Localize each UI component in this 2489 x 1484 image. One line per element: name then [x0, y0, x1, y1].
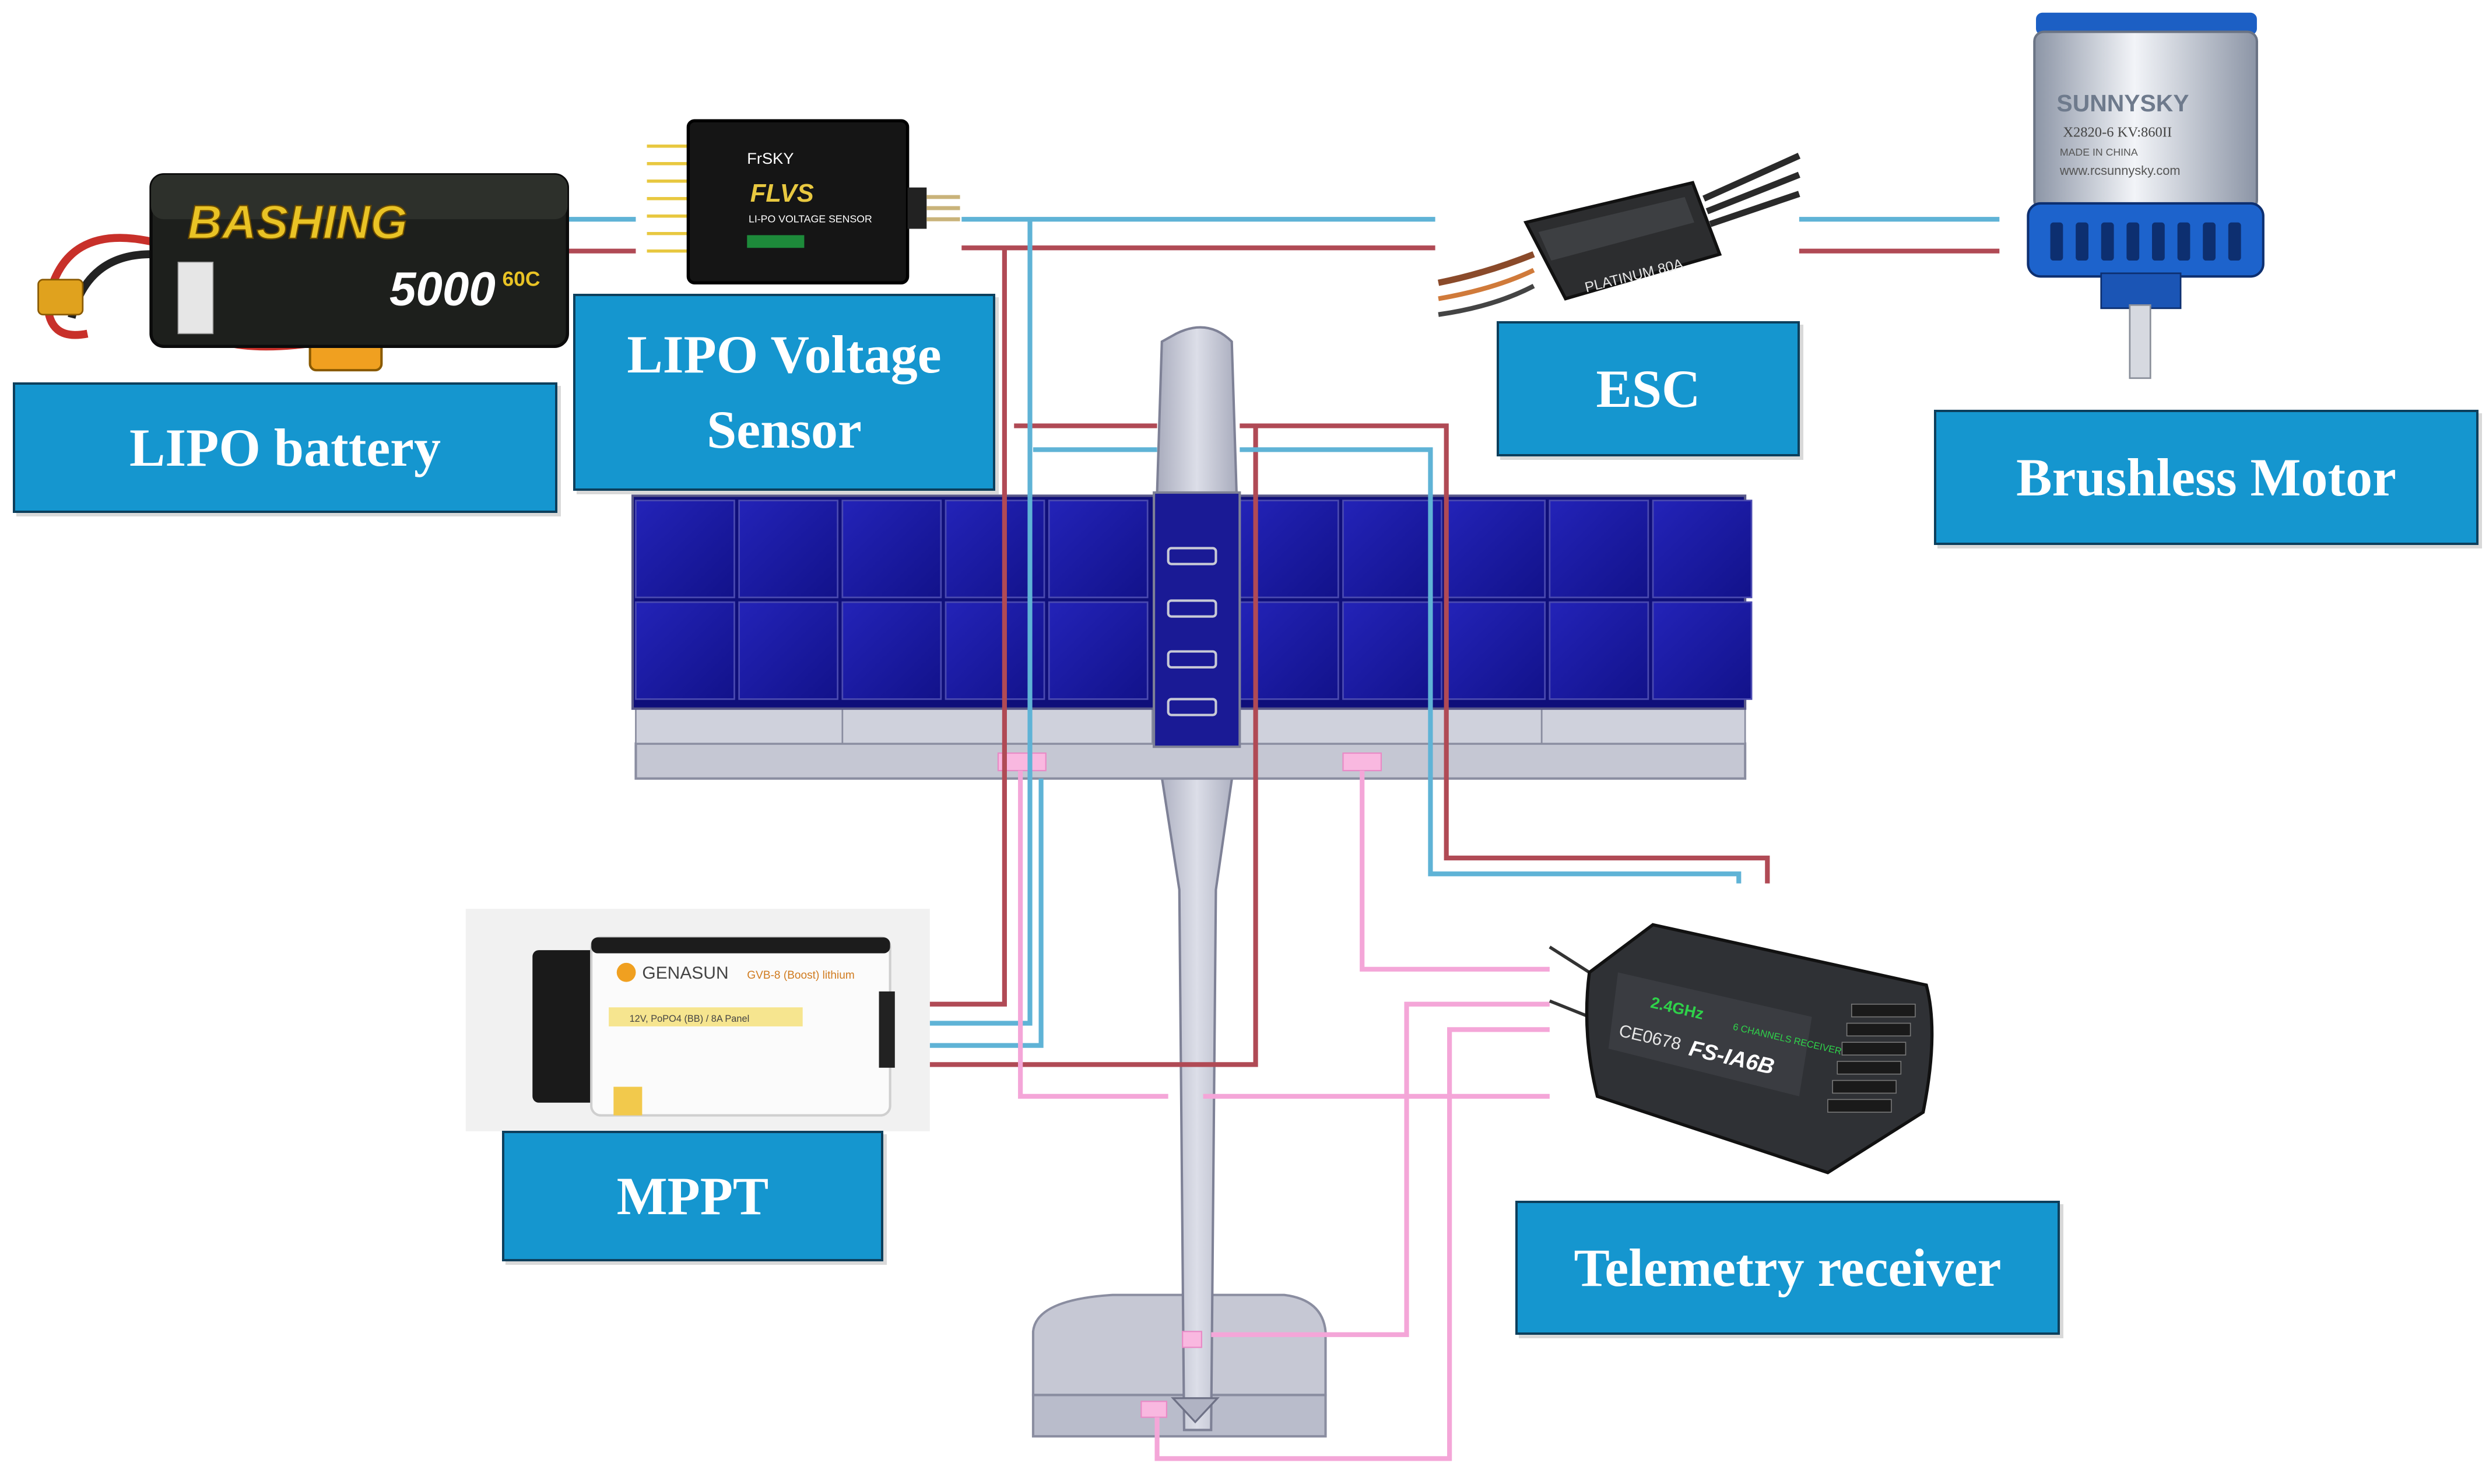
label-brushless-motor-text: Brushless Motor [2016, 447, 2396, 507]
solar-cell [1342, 601, 1442, 700]
solar-cell [738, 601, 839, 700]
mppt-spec: 12V, PoPO4 (BB) / 8A Panel [630, 1014, 750, 1024]
solar-cell [635, 500, 735, 599]
brushless-motor-image: SUNNYSKY X2820-6 KV:860II MADE IN CHINA … [2027, 12, 2265, 379]
battery-brand: BASHING [188, 196, 408, 249]
horizontal-stabilizer [1031, 1293, 1327, 1397]
solar-cell [1048, 500, 1149, 599]
solar-cell [1445, 601, 1546, 700]
motor-made: MADE IN CHINA [2060, 146, 2138, 158]
label-lipo-battery: LIPO battery [13, 382, 557, 513]
receiver-image: 2.4GHz 6 CHANNELS RECEIVER CE0678 FS-IA6… [1549, 923, 1934, 1174]
motor-model: X2820-6 KV:860II [2063, 124, 2172, 140]
battery-capacity: 5000 [389, 262, 496, 315]
mppt-brand: GENASUN [642, 963, 728, 983]
power-wires-positive [568, 245, 2000, 1067]
solar-cell [1549, 601, 1649, 700]
label-esc: ESC [1497, 321, 1800, 456]
signal-wires [1018, 771, 1550, 1461]
tail-cone [1171, 1397, 1220, 1424]
solar-cell [1445, 500, 1546, 599]
solar-cell [1652, 601, 1753, 700]
label-telemetry-receiver-text: Telemetry receiver [1574, 1237, 2002, 1297]
solar-cells [635, 500, 1753, 700]
solar-cell [841, 601, 942, 700]
solar-cell [1652, 500, 1753, 599]
label-lipo-battery-text: LIPO battery [129, 417, 441, 477]
sensor-model: FLVS [750, 180, 814, 208]
label-brushless-motor: Brushless Motor [1934, 410, 2479, 545]
wing-center-slots [1167, 547, 1217, 716]
airframe [631, 326, 1753, 1438]
solar-cell [1549, 500, 1649, 599]
battery-rating: 60C [503, 268, 540, 291]
wing-center-section [1153, 491, 1241, 748]
lipo-battery-image: BASHING 5000 60C [37, 173, 569, 372]
motor-url: www.rcsunnysky.com [2059, 163, 2181, 178]
solar-cell [1342, 500, 1442, 599]
mppt-model: GVB-8 (Boost) lithium [747, 969, 854, 982]
sensor-brand: FrSKY [747, 149, 794, 167]
motor-brand: SUNNYSKY [2056, 90, 2189, 117]
label-voltage-sensor: LIPO Voltage Sensor [573, 294, 995, 491]
power-wires-negative [568, 217, 2000, 1048]
solar-cell [738, 500, 839, 599]
esc-image: PLATINUM 80A [1437, 153, 1801, 317]
ailerons [635, 706, 1746, 745]
mppt-image: GENASUN GVB-8 (Boost) lithium 12V, PoPO4… [465, 909, 930, 1131]
label-mppt: MPPT [502, 1131, 883, 1261]
solar-cell [635, 601, 735, 700]
wing-trailing-edge [634, 742, 1747, 780]
solar-cell [1048, 601, 1149, 700]
label-esc-text: ESC [1596, 358, 1701, 419]
label-voltage-sensor-text: LIPO Voltage Sensor [627, 325, 942, 459]
sensor-caption: LI-PO VOLTAGE SENSOR [749, 213, 872, 225]
solar-cell [841, 500, 942, 599]
label-mppt-text: MPPT [616, 1166, 769, 1226]
label-telemetry-receiver: Telemetry receiver [1515, 1201, 2060, 1335]
voltage-sensor-image: FrSKY FLVS LI-PO VOLTAGE SENSOR [647, 119, 960, 284]
